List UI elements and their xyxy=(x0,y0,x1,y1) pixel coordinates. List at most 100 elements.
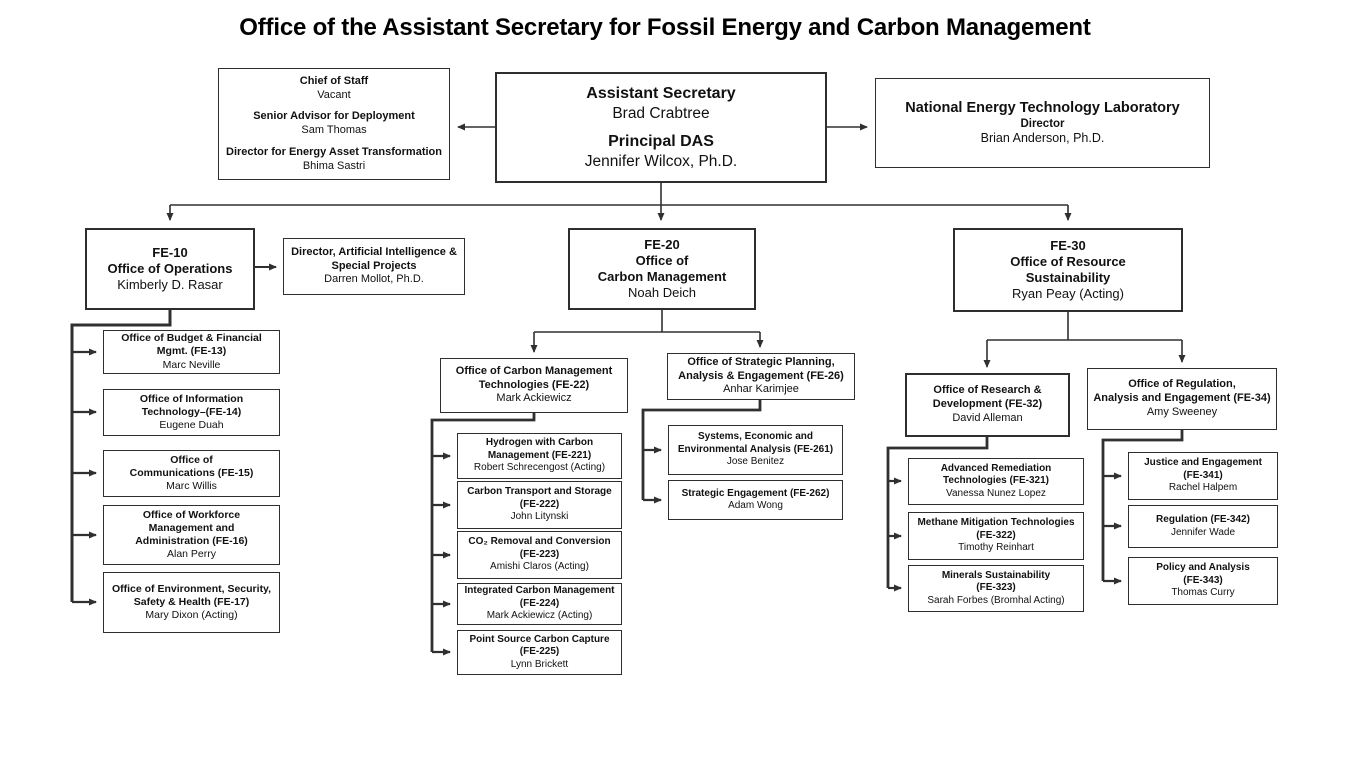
org-box-fe13: Office of Budget & Financial Mgmt. (FE-1… xyxy=(103,330,280,374)
org-box-text: (FE-225) xyxy=(519,646,560,658)
org-box-text: Office of Regulation, xyxy=(1128,378,1236,391)
org-box-text: Noah Deich xyxy=(628,285,696,301)
org-box-text: Hydrogen with Carbon Management (FE-221) xyxy=(485,437,594,461)
org-box-text: Strategic Engagement (FE-262) xyxy=(681,487,830,499)
org-box-fe223: CO₂ Removal and Conversion(FE-223)Amishi… xyxy=(457,531,622,579)
org-box-director-ai: Director, Artificial Intelligence & Spec… xyxy=(283,238,465,295)
org-box-text: Office of Operations xyxy=(107,260,233,276)
org-box-text: Integrated Carbon Management (FE-224) xyxy=(464,585,615,609)
org-box-text: (FE-341) xyxy=(1183,469,1223,481)
org-box-text: Office of Resource xyxy=(1010,253,1126,269)
org-box-text: Vacant xyxy=(317,88,351,101)
org-box-text: Office of xyxy=(170,453,213,466)
org-box-text: Ryan Peay (Acting) xyxy=(1012,286,1124,302)
org-box-text: Principal DAS xyxy=(608,132,714,150)
org-box-text: Sam Thomas xyxy=(301,124,367,136)
org-box-text: Lynn Brickett xyxy=(510,658,569,670)
org-box-text: Bhima Sastri xyxy=(302,159,366,172)
org-box-text: Brian Anderson, Ph.D. xyxy=(980,131,1105,146)
org-box-text: Director xyxy=(1020,118,1065,131)
org-box-text: Chief of Staff xyxy=(299,74,369,87)
org-box-text: Advanced Remediation Technologies (FE-32… xyxy=(940,462,1052,487)
org-box-text: Office of Environment, Security, Safety … xyxy=(111,582,272,608)
org-box-text: Justice and Engagement xyxy=(1144,457,1262,469)
org-box-text: (FE-343) xyxy=(1183,574,1223,586)
org-box-text: Office of Research & Development (FE-32) xyxy=(932,384,1043,411)
org-box-fe224: Integrated Carbon Management (FE-224)Mar… xyxy=(457,583,622,625)
org-box-text: Amy Sweeney xyxy=(1146,405,1218,418)
org-box-text: Amishi Claros (Acting) xyxy=(490,561,589,573)
org-box-text: Vanessa Nunez Lopez xyxy=(946,487,1046,499)
org-box-text: (FE-323) xyxy=(976,582,1016,594)
org-box-text: (FE-222) xyxy=(519,498,560,510)
org-box-text: FE-20 xyxy=(644,236,680,252)
org-box-fe222: Carbon Transport and Storage(FE-222)John… xyxy=(457,481,622,529)
org-box-text: Point Source Carbon Capture xyxy=(469,633,610,645)
org-box-text: Sustainability xyxy=(1025,270,1111,285)
org-box-text: Kimberly D. Rasar xyxy=(117,277,223,293)
org-box-text: Alan Perry xyxy=(166,548,217,561)
org-box-text: FE-10 xyxy=(152,244,188,260)
org-box-text: Office of Workforce xyxy=(142,508,241,521)
org-box-fe26: Office of Strategic Planning, Analysis &… xyxy=(667,353,855,400)
org-box-text: David Alleman xyxy=(952,411,1023,424)
org-box-text: Management and xyxy=(148,521,235,534)
org-box-text: Brad Crabtree xyxy=(612,105,710,123)
org-box-text: Adam Wong xyxy=(728,500,783,511)
org-box-text: Minerals Sustainability xyxy=(941,569,1051,581)
org-box-text: Methane Mitigation Technologies (FE-322) xyxy=(917,517,1075,541)
org-box-text: National Energy Technology Laboratory xyxy=(905,99,1180,116)
org-box-text: Mark Ackiewicz xyxy=(496,392,572,405)
org-box-fe261: Systems, Economic and Environmental Anal… xyxy=(668,425,843,475)
org-box-fe322: Methane Mitigation Technologies (FE-322)… xyxy=(908,512,1084,560)
org-box-fe32: Office of Research & Development (FE-32)… xyxy=(905,373,1070,437)
page-title: Office of the Assistant Secretary for Fo… xyxy=(239,14,1091,41)
org-box-text: Anhar Karimjee xyxy=(723,383,799,396)
org-box-text: Systems, Economic and Environmental Anal… xyxy=(677,431,834,455)
org-box-text: Jennifer Wilcox, Ph.D. xyxy=(584,152,738,170)
org-box-fe221: Hydrogen with Carbon Management (FE-221)… xyxy=(457,433,622,479)
org-box-text: Thomas Curry xyxy=(1171,587,1235,599)
org-box-fe341: Justice and Engagement(FE-341)Rachel Hal… xyxy=(1128,452,1278,500)
org-box-fe17: Office of Environment, Security, Safety … xyxy=(103,572,280,633)
org-box-text: Mark Ackiewicz (Acting) xyxy=(486,610,593,622)
org-box-fe225: Point Source Carbon Capture(FE-225)Lynn … xyxy=(457,630,622,675)
org-box-text: (FE-223) xyxy=(519,548,560,560)
org-box-text: Office of Information Technology–(FE-14) xyxy=(139,392,244,418)
org-box-text: Policy and Analysis xyxy=(1156,562,1250,574)
org-box-text: Mary Dixon (Acting) xyxy=(145,609,238,622)
org-box-text: Eugene Duah xyxy=(159,419,224,432)
org-box-text: Marc Neville xyxy=(162,358,221,371)
org-box-text: John Litynski xyxy=(510,511,569,523)
org-box-text: Marc Willis xyxy=(166,480,217,493)
org-box-fe342: Regulation (FE-342)Jennifer Wade xyxy=(1128,505,1278,548)
org-box-text: FE-30 xyxy=(1050,237,1086,253)
org-box-text: Carbon Transport and Storage xyxy=(467,486,612,498)
org-box-fe262: Strategic Engagement (FE-262)Adam Wong xyxy=(668,480,843,520)
org-box-text: Director, Artificial Intelligence & Spec… xyxy=(291,245,457,272)
org-box-text: Regulation (FE-342) xyxy=(1156,514,1250,525)
org-box-text: Assistant Secretary xyxy=(586,85,736,103)
org-box-fe22: Office of Carbon Management Technologies… xyxy=(440,358,628,413)
org-box-text: Darren Mollot, Ph.D. xyxy=(324,273,424,286)
org-box-fe34: Office of Regulation,Analysis and Engage… xyxy=(1087,368,1277,430)
org-box-text: Carbon Management xyxy=(597,269,727,284)
org-box-text: Office of xyxy=(635,252,689,268)
org-box-text: Robert Schrecengost (Acting) xyxy=(473,462,606,474)
org-box-text: Rachel Halpem xyxy=(1168,482,1238,494)
org-box-fe14: Office of Information Technology–(FE-14)… xyxy=(103,389,280,436)
org-box-text: Analysis and Engagement (FE-34) xyxy=(1093,392,1271,405)
org-box-fe343: Policy and Analysis(FE-343)Thomas Curry xyxy=(1128,557,1278,605)
org-box-fe323: Minerals Sustainability(FE-323)Sarah For… xyxy=(908,565,1084,612)
org-box-text: Jennifer Wade xyxy=(1170,526,1236,538)
org-box-text: Sarah Forbes (Bromhal Acting) xyxy=(927,594,1065,606)
